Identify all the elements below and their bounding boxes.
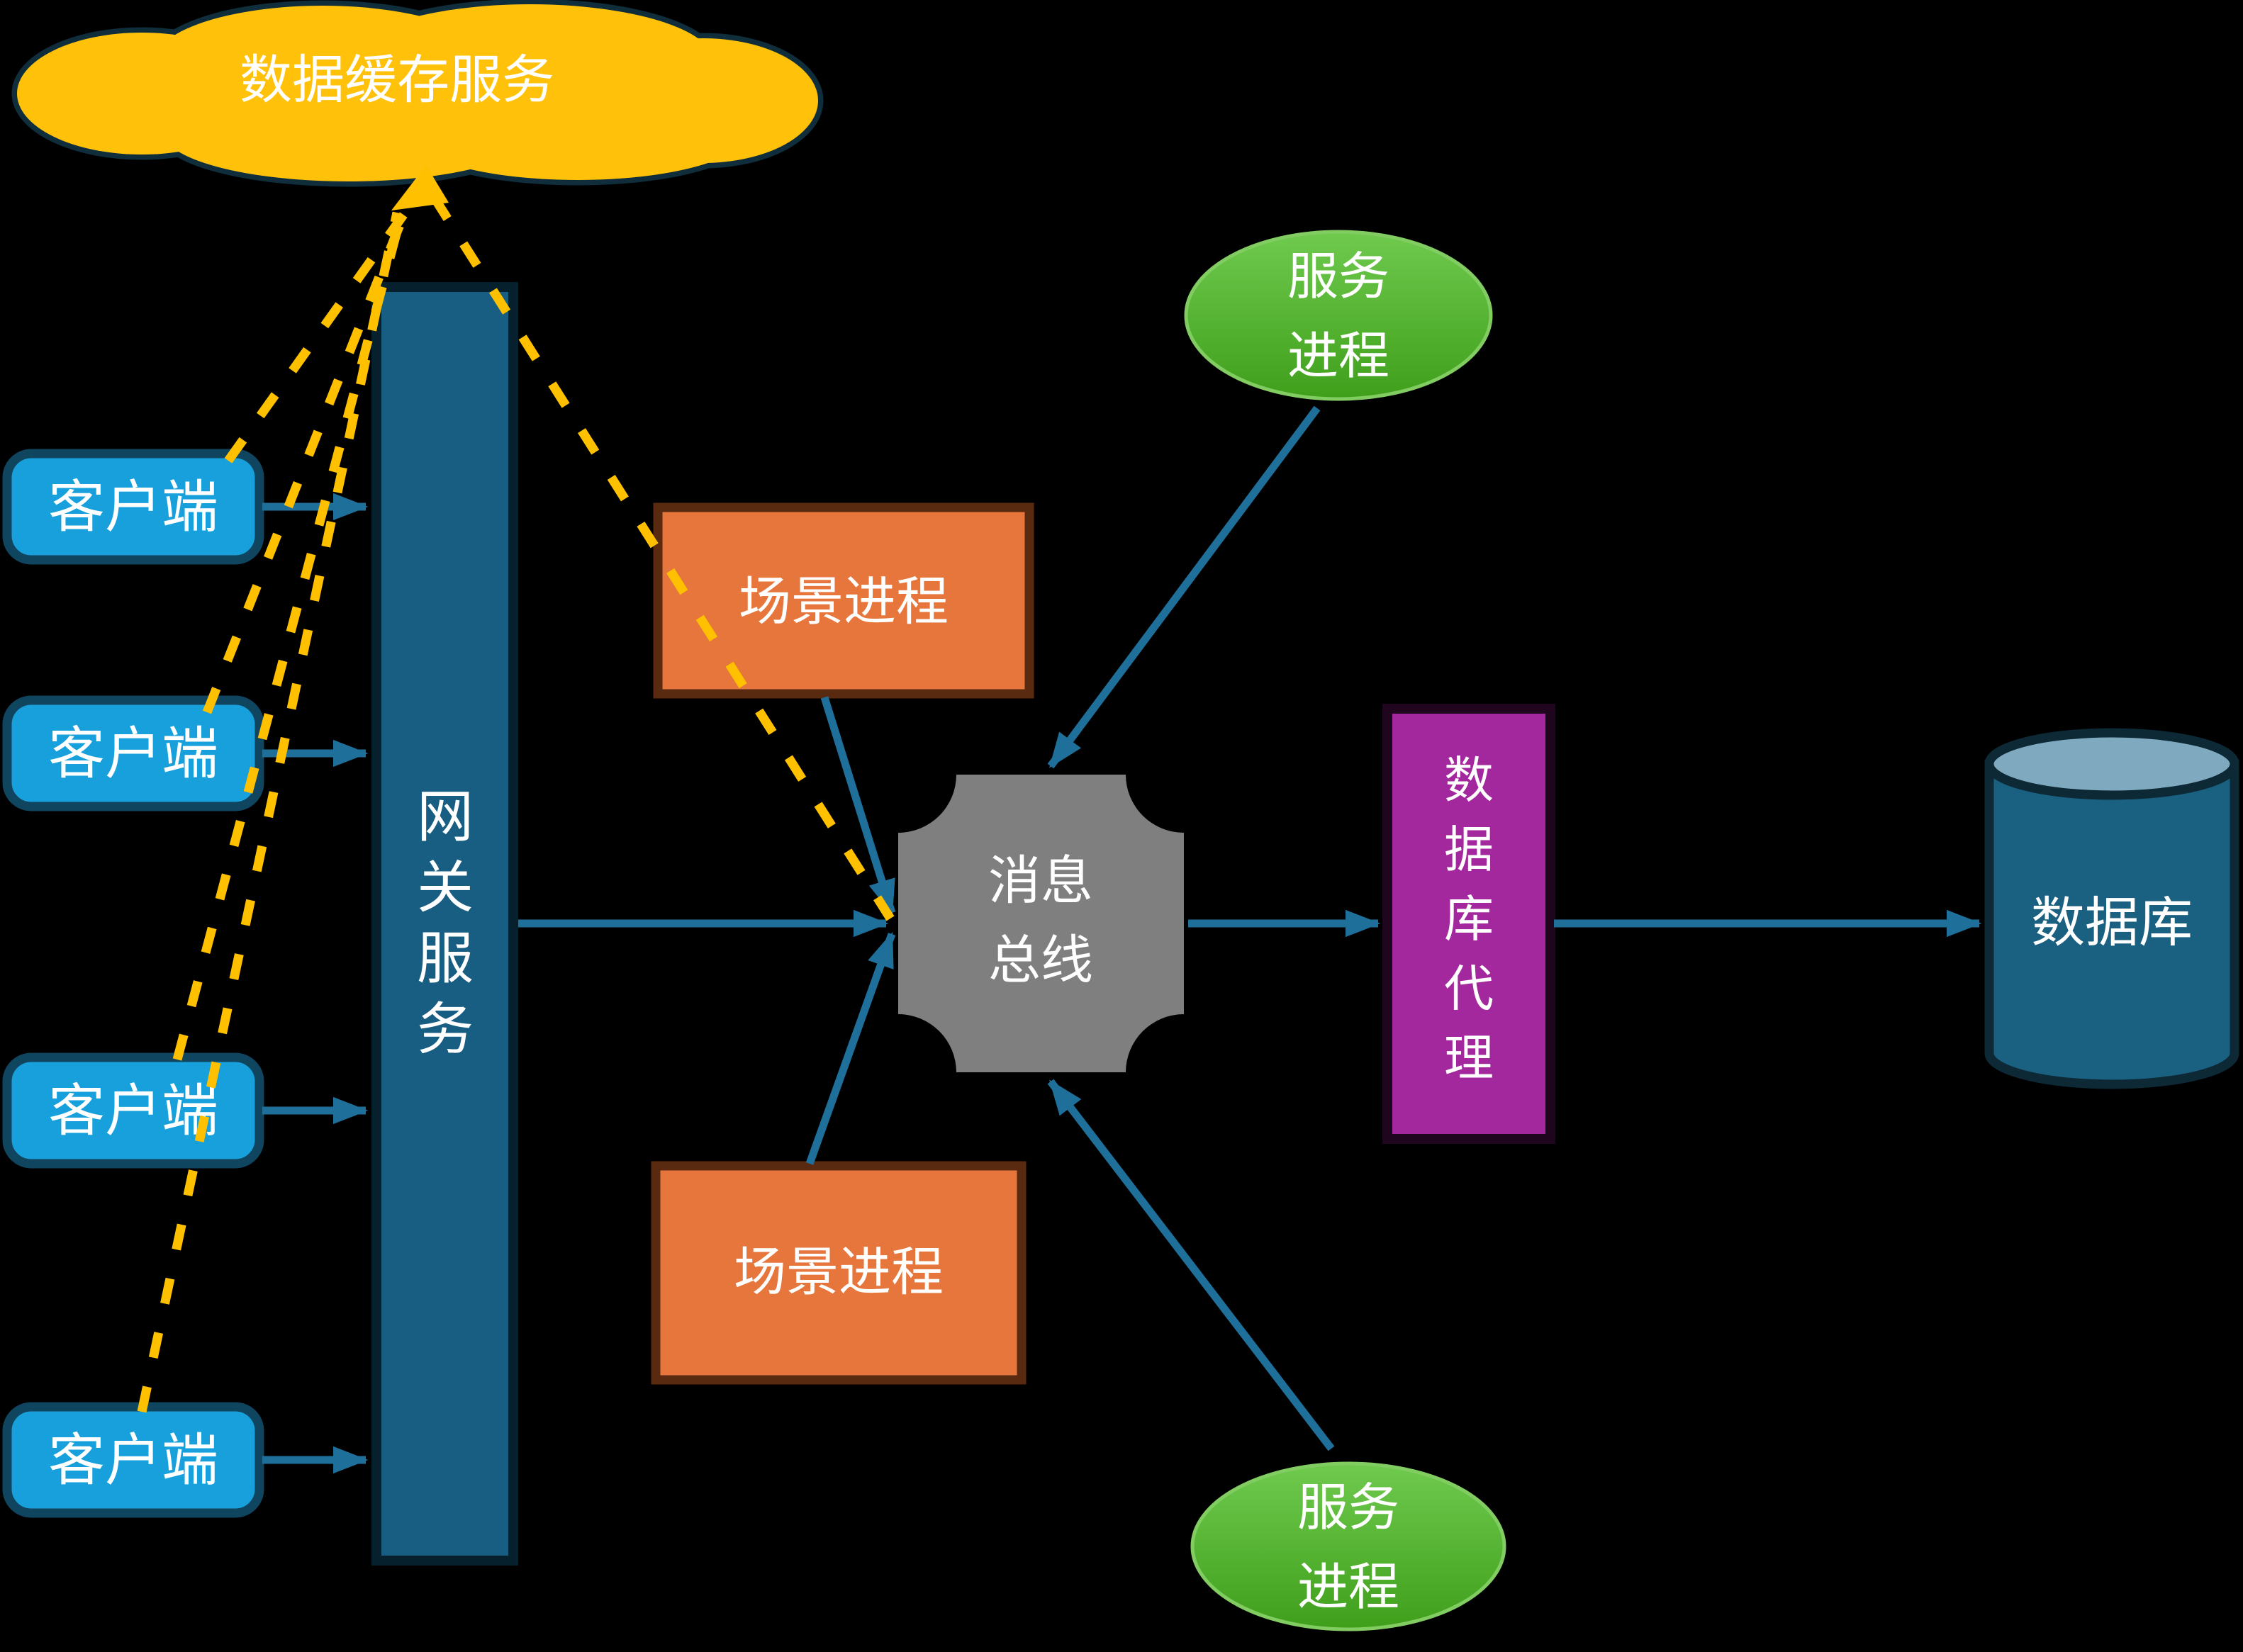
database-node: 数据库 [1984, 728, 2239, 1089]
service-process-bottom-label-line2: 进程 [1297, 1557, 1399, 1617]
edge-client-3-cloud [172, 208, 408, 1061]
db-proxy-label: 数据库代理 [1444, 751, 1494, 1087]
service-process-top-label-line2: 进程 [1287, 326, 1389, 386]
database-cylinder-top [1984, 728, 2239, 800]
message-bus-shape [898, 775, 1184, 1072]
edge-client-4-cloud [137, 211, 402, 1413]
scene-process-nodes [651, 502, 1034, 1385]
client-1-shape [2, 449, 264, 565]
message-bus-corner-cuts [840, 717, 1242, 1130]
cache-cloud-label: 数据缓存服务 [240, 50, 554, 111]
gateway-label: 网关服务 [417, 784, 474, 1062]
database-label: 数据库 [2031, 891, 2193, 954]
edge-client-2-cloud [202, 205, 412, 714]
client-1-label: 客户端 [48, 474, 218, 540]
db-proxy-shape [1382, 704, 1555, 1144]
gateway-shape [371, 282, 518, 1566]
message-bus-node: 消息 总线 [840, 717, 1242, 1130]
client-4-shape [2, 1402, 264, 1518]
scene-process-bottom-shape [651, 1161, 1027, 1385]
message-bus-label-line2: 总线 [988, 930, 1093, 991]
scene-process-top-label: 场景进程 [739, 571, 949, 632]
client-4-label: 客户端 [48, 1427, 218, 1493]
client-3-label: 客户端 [48, 1078, 218, 1144]
database-cylinder-body [1984, 759, 2239, 1089]
cloud-fill-pass [17, 4, 818, 181]
gateway-node: 网关服务 [371, 282, 518, 1566]
client-labels: 客户端 客户端 客户端 客户端 [48, 474, 218, 1493]
cache-cloud-node: 数据缓存服务 [11, 0, 824, 187]
dashed-cache-links [137, 194, 895, 1413]
scene-process-bottom-label: 场景进程 [734, 1242, 944, 1303]
client-2-shape [2, 695, 264, 811]
solid-arrows [262, 405, 1982, 1474]
client-2-label: 客户端 [48, 721, 218, 787]
service-process-bottom-shape [1190, 1461, 1506, 1631]
message-bus-label-line1: 消息 [988, 850, 1093, 911]
edge-service-top-bus [1047, 405, 1321, 769]
edge-scene-bottom-bus [805, 931, 896, 1165]
db-proxy-node: 数据库代理 [1382, 704, 1555, 1144]
edge-scene-top-bus [820, 696, 896, 916]
scene-process-top-shape [653, 502, 1034, 699]
service-process-top-node: 服务 进程 [1184, 230, 1493, 401]
service-process-top-label-line1: 服务 [1287, 247, 1389, 306]
service-process-bottom-label-line1: 服务 [1297, 1478, 1399, 1537]
service-process-bottom-node: 服务 进程 [1190, 1461, 1506, 1631]
edge-service-bottom-bus [1047, 1079, 1335, 1451]
service-process-top-shape [1184, 230, 1493, 401]
cloud-arrowhead-icon [391, 165, 449, 210]
